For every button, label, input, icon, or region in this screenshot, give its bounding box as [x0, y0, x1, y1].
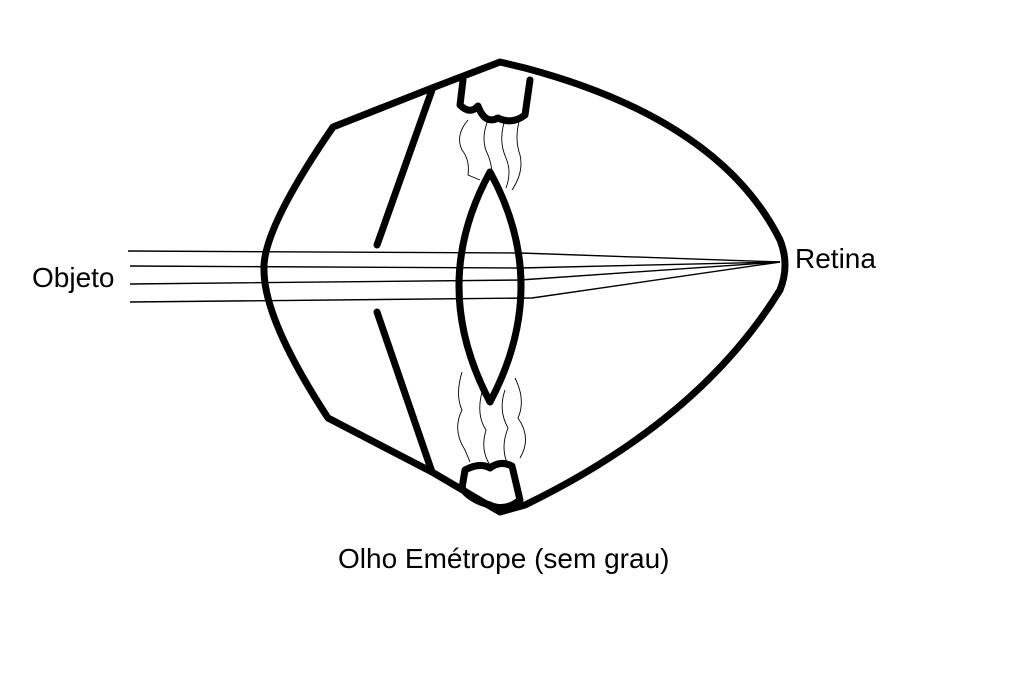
zonule-fiber-bottom-1 — [457, 371, 471, 463]
light-ray-4 — [129, 261, 781, 303]
retina-label: Retina — [795, 243, 876, 274]
zonule-fiber-top-2 — [483, 119, 493, 181]
light-ray-2 — [129, 261, 781, 269]
ciliary-body-bottom — [458, 459, 524, 512]
cornea-upper — [373, 86, 436, 249]
diagram-caption: Olho Emétrope (sem grau) — [338, 543, 670, 574]
zonule-fiber-bottom-2 — [479, 391, 491, 466]
zonule-fiber-bottom-3 — [501, 389, 509, 466]
zonule-fiber-top-1 — [459, 119, 481, 181]
light-ray-3 — [129, 261, 781, 285]
object-label: Objeto — [32, 262, 115, 293]
cornea-lower — [373, 308, 436, 476]
lens — [455, 168, 525, 406]
zonule-fiber-top-4 — [511, 117, 522, 191]
ciliary-body-top — [456, 76, 534, 125]
zonule-fiber-top-3 — [501, 119, 510, 189]
light-ray-1 — [127, 250, 781, 263]
eyeball-outline — [260, 58, 789, 516]
zonule-fiber-bottom-4 — [514, 377, 526, 459]
